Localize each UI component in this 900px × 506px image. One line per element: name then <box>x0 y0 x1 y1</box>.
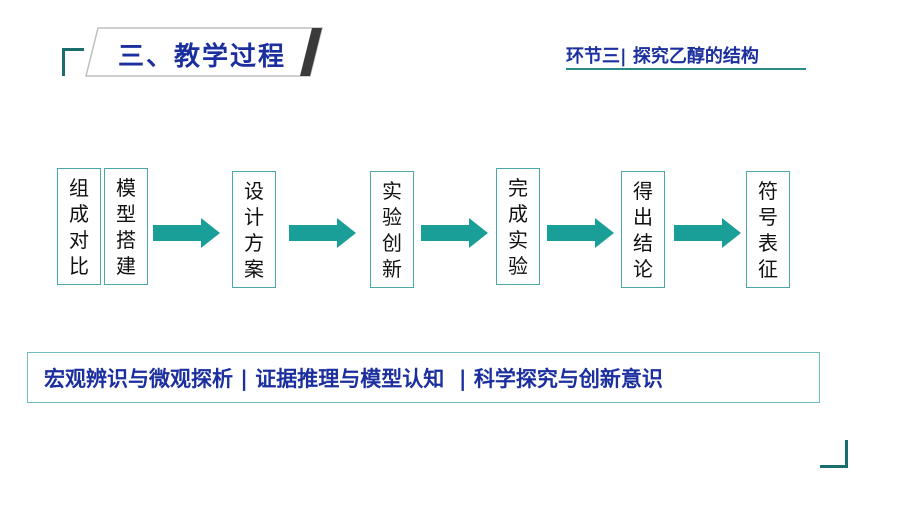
flow-char: 号 <box>758 204 778 229</box>
flow-char: 表 <box>758 230 778 255</box>
title-tab-shape <box>85 27 323 77</box>
flow-box-design-plan: 设 计 方 案 <box>232 171 276 288</box>
flow-char: 论 <box>633 256 653 281</box>
flow-char: 验 <box>382 204 402 229</box>
flow-char: 符 <box>758 178 778 203</box>
title-tab: 三、教学过程 <box>84 26 324 78</box>
flow-char: 实 <box>382 178 402 203</box>
flow-char: 搭 <box>116 227 136 252</box>
flow-char: 模 <box>116 175 136 200</box>
flow-box-model-building: 模 型 搭 建 <box>104 168 148 285</box>
flow-box-draw-conclusion: 得 出 结 论 <box>621 171 665 288</box>
flow-char: 完 <box>508 175 528 200</box>
flow-char: 比 <box>69 253 89 278</box>
flow-char: 征 <box>758 256 778 281</box>
flow-char: 新 <box>382 256 402 281</box>
flow-char: 组 <box>69 175 89 200</box>
flow-arrow-icon <box>421 218 488 248</box>
flow-char: 方 <box>244 230 264 255</box>
subtitle-underline <box>566 68 806 70</box>
section-subtitle: 环节三| 探究乙醇的结构 <box>566 46 759 67</box>
flow-char: 成 <box>508 201 528 226</box>
page-title: 三、教学过程 <box>118 42 287 72</box>
flow-char: 案 <box>244 256 264 281</box>
flow-char: 设 <box>244 178 264 203</box>
flow-char: 型 <box>116 201 136 226</box>
flow-char: 计 <box>244 204 264 229</box>
corner-decoration-top-left <box>62 48 84 76</box>
flow-arrow-icon <box>674 218 741 248</box>
flow-box-composition-compare: 组 成 对 比 <box>57 168 101 285</box>
flow-char: 创 <box>382 230 402 255</box>
core-competency-banner: 宏观辨识与微观探析 | 证据推理与模型认知 | 科学探究与创新意识 <box>27 352 820 403</box>
flow-char: 对 <box>69 227 89 252</box>
corner-decoration-bottom-right <box>820 440 848 468</box>
flow-box-symbol-representation: 符 号 表 征 <box>746 171 790 288</box>
flow-char: 成 <box>69 201 89 226</box>
flow-char: 验 <box>508 253 528 278</box>
flow-arrow-icon <box>289 218 356 248</box>
flow-char: 结 <box>633 230 653 255</box>
flow-arrow-icon <box>153 218 220 248</box>
flow-char: 出 <box>633 204 653 229</box>
flow-box-experiment-innovation: 实 验 创 新 <box>370 171 414 288</box>
flow-char: 建 <box>116 253 136 278</box>
flow-char: 实 <box>508 227 528 252</box>
flow-box-complete-experiment: 完 成 实 验 <box>496 168 540 285</box>
flow-arrow-icon <box>547 218 614 248</box>
flow-char: 得 <box>633 178 653 203</box>
